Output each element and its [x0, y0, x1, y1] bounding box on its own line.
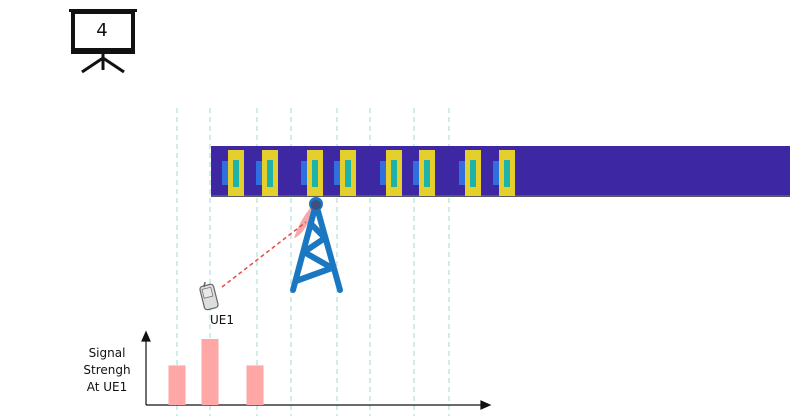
beam-lobe: [294, 202, 316, 238]
antenna-element-5: [380, 150, 402, 196]
y-axis-label: Signal Strengh At UE1: [83, 346, 131, 394]
antenna-element-8: [493, 150, 515, 196]
antenna-element-7: [459, 150, 481, 196]
presentation-board-icon: [69, 9, 137, 74]
antenna-element-2: [256, 150, 278, 196]
signal-bars: [168, 339, 264, 405]
signal-bar-3: [246, 365, 264, 405]
antenna-element-1: [222, 150, 244, 196]
chart-axes: [141, 330, 492, 410]
antenna-element-6: [413, 150, 435, 196]
mobile-phone-icon: [199, 281, 219, 311]
signal-bar-1: [168, 365, 186, 405]
ue-label: UE1: [210, 313, 234, 327]
antenna-element-3: [301, 150, 323, 196]
signal-bar-2: [201, 339, 219, 405]
antenna-element-4: [334, 150, 356, 196]
slide-number: 4: [96, 20, 108, 41]
link-line: [221, 221, 307, 288]
cell-tower-icon: [290, 197, 343, 293]
